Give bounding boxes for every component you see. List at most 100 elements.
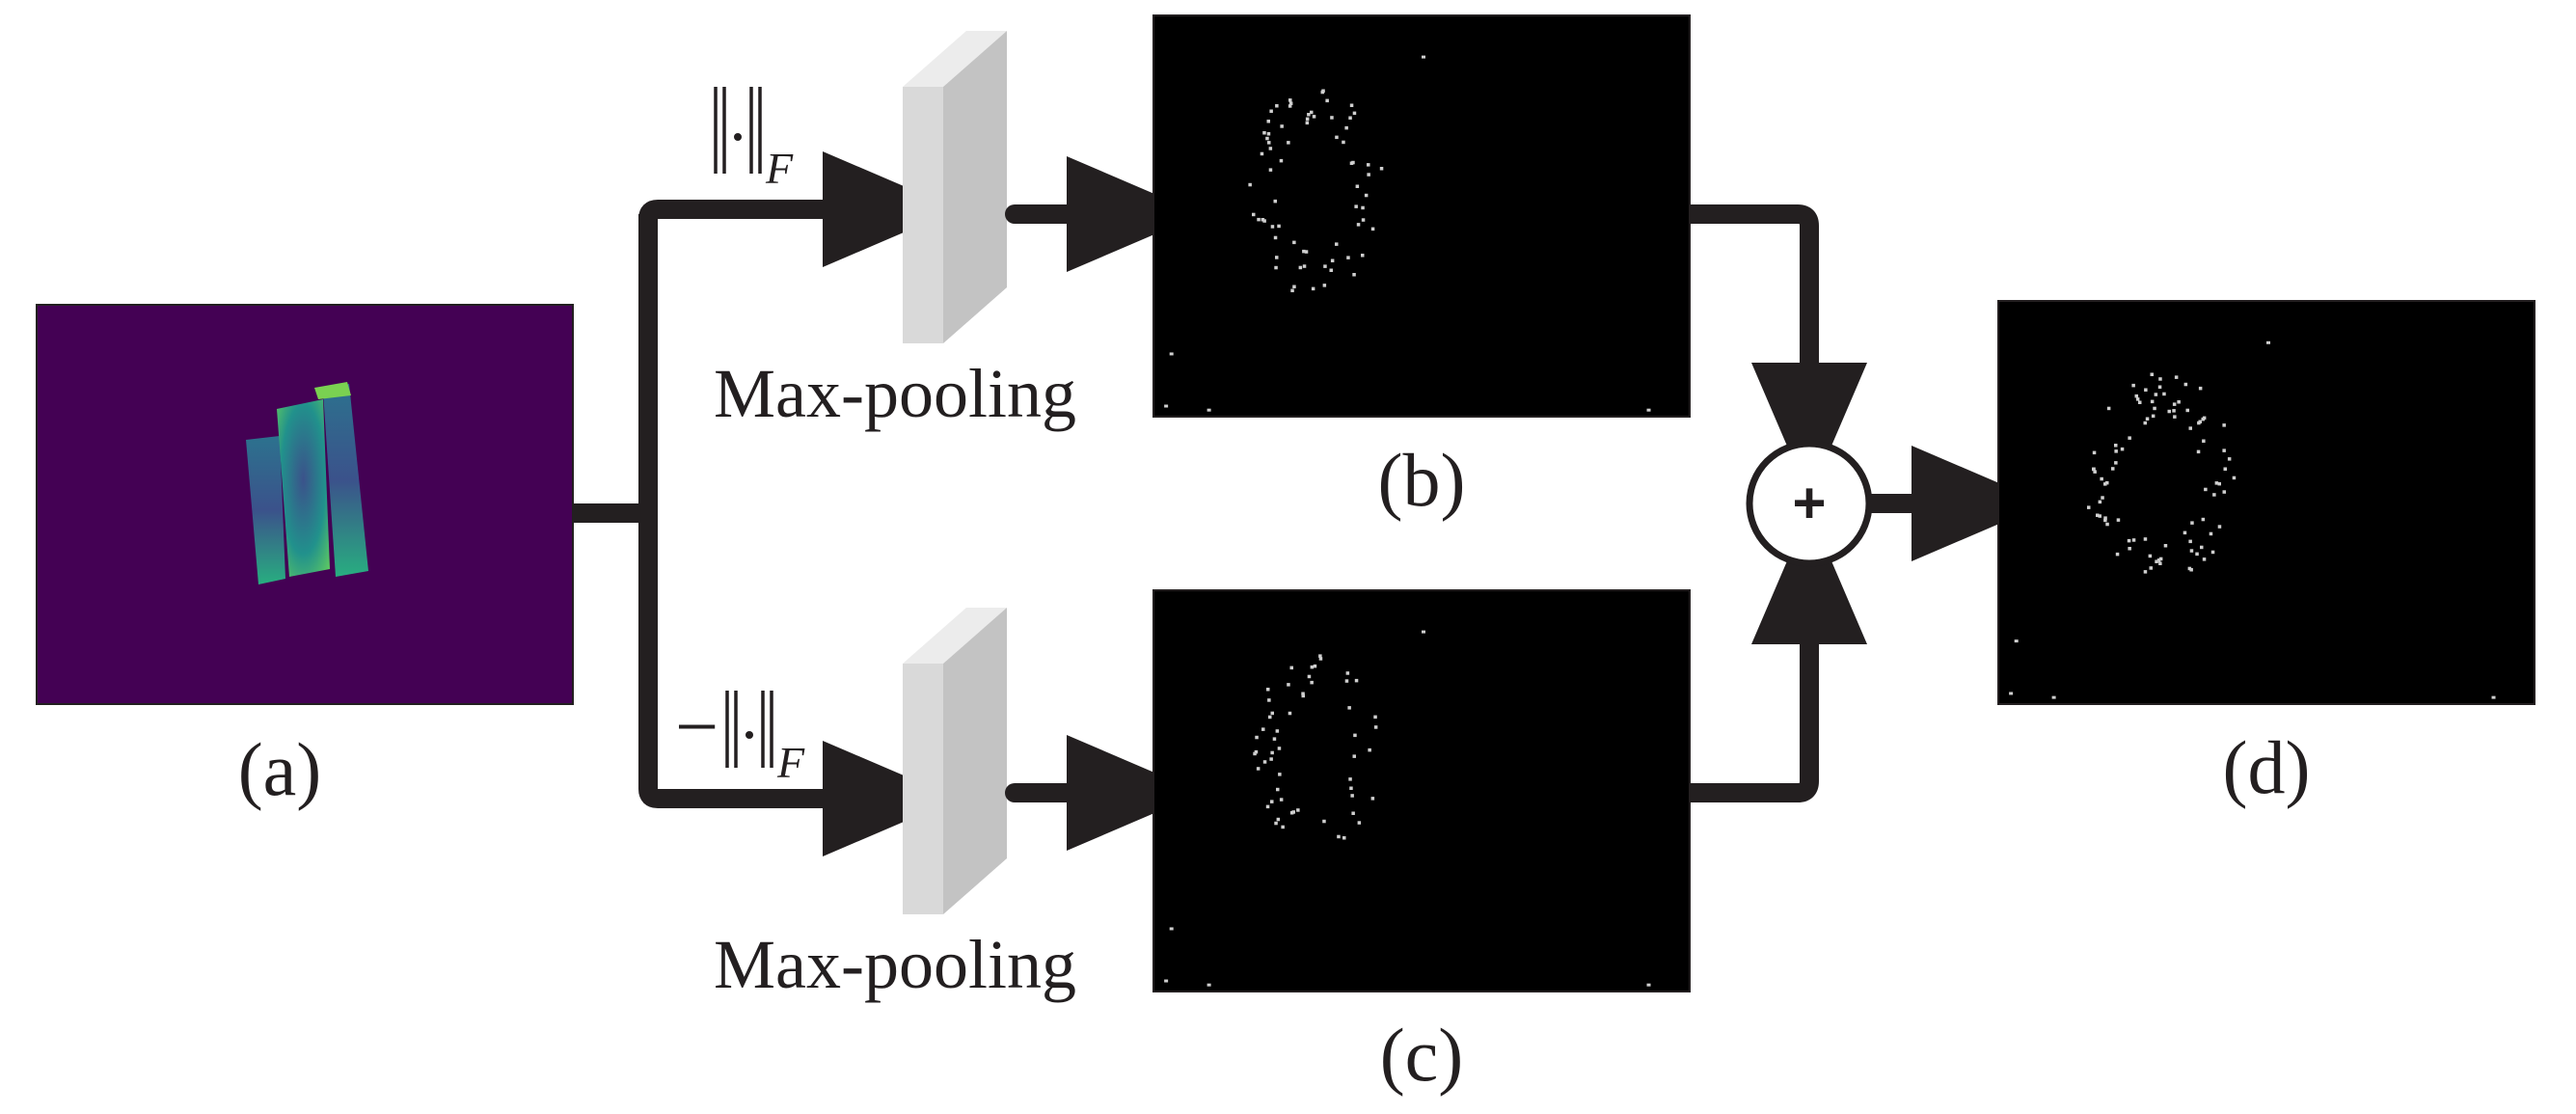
keypoints-b — [1164, 55, 1651, 412]
norm-subscript-bottom: F — [776, 738, 805, 787]
noise-dot — [1164, 404, 1169, 408]
b-to-sum-arrow — [1690, 204, 1867, 498]
keypoint-dot — [1352, 273, 1356, 277]
keypoint-dot — [1262, 760, 1267, 764]
noise-dot — [1646, 408, 1651, 412]
keypoint-dot — [2128, 436, 2131, 440]
keypoint-dot — [2198, 386, 2203, 391]
keypoint-dot — [1349, 103, 1354, 107]
keypoint-dot — [2149, 566, 2153, 570]
keypoint-dot — [1275, 104, 1279, 108]
max-pooling-block-bottom — [903, 608, 1007, 914]
keypoint-dot — [2162, 392, 2166, 396]
keypoint-dot — [1248, 182, 1252, 187]
keypoint-dot — [2105, 480, 2109, 485]
keypoint-dot — [1287, 141, 1290, 145]
keypoint-dot — [1318, 657, 1323, 661]
keypoint-dot — [1354, 678, 1359, 683]
noise-dot — [1422, 55, 1425, 59]
keypoint-dot — [1269, 109, 1273, 113]
keypoint-dot — [1266, 132, 1271, 136]
keypoint-dot — [2114, 449, 2118, 453]
keypoint-dot — [2202, 557, 2207, 561]
keypoint-dot — [1349, 786, 1353, 790]
keypoint-dot — [1351, 160, 1355, 165]
keypoints-c — [1164, 630, 1651, 987]
noise-dot — [1207, 408, 1211, 412]
keypoint-dot — [1270, 711, 1274, 716]
keypoint-dot — [1289, 666, 1293, 670]
keypoint-dot — [2209, 531, 2213, 536]
keypoint-dot — [2156, 558, 2161, 562]
keypoint-dot — [2198, 420, 2202, 423]
keypoint-dot — [1357, 821, 1362, 825]
keypoint-dot — [2148, 554, 2153, 558]
norm-subscript-top: F — [765, 144, 794, 193]
keypoint-dot — [1302, 264, 1307, 268]
keypoint-dot — [1350, 794, 1354, 798]
keypoint-dot — [2098, 500, 2102, 504]
keypoint-dot — [2217, 481, 2221, 486]
keypoint-dot — [2214, 481, 2219, 485]
keypoint-dot — [2173, 415, 2177, 419]
keypoint-dot — [1329, 268, 1333, 272]
keypoint-dot — [2103, 518, 2107, 523]
bottom-branch-arrow — [638, 741, 958, 856]
keypoint-dot — [1361, 254, 1365, 258]
keypoint-dot — [1290, 288, 1294, 292]
keypoint-dot — [2087, 505, 2091, 509]
keypoint-dot — [2195, 552, 2199, 557]
keypoint-dot — [1253, 751, 1257, 756]
keypoint-dot — [1311, 286, 1315, 291]
keypoint-dot — [1276, 787, 1280, 792]
keypoint-dot — [1310, 665, 1315, 669]
keypoint-dot — [2190, 521, 2194, 525]
keypoint-dot — [1337, 834, 1341, 839]
keypoint-dot — [1265, 136, 1269, 141]
keypoint-dot — [2100, 476, 2103, 481]
keypoint-dot — [2143, 421, 2147, 425]
keypoint-dot — [1347, 706, 1351, 710]
keypoint-dot — [1281, 825, 1285, 829]
keypoint-dot — [2138, 400, 2142, 404]
keypoint-dot — [1304, 250, 1309, 254]
keypoint-dot — [1266, 120, 1270, 123]
keypoint-dot — [1330, 258, 1335, 262]
keypoint-dot — [1330, 116, 1334, 120]
noise-dot — [2051, 695, 2056, 699]
keypoint-dot — [2127, 538, 2131, 543]
keypoint-dot — [2189, 568, 2193, 572]
keypoint-dot — [2196, 449, 2201, 454]
keypoint-dot — [1310, 680, 1314, 685]
keypoint-dot — [1262, 219, 1266, 223]
keypoint-dot — [2098, 514, 2101, 518]
keypoint-dot — [1335, 242, 1339, 246]
feature-map-c — [1152, 589, 1691, 992]
keypoint-dot — [2163, 544, 2168, 548]
keypoint-dot — [1318, 654, 1322, 658]
keypoint-dot — [1267, 698, 1271, 702]
keypoint-dot — [1287, 683, 1290, 687]
keypoint-dot — [1288, 104, 1292, 108]
keypoint-dot — [2188, 539, 2192, 544]
branch-connector — [573, 214, 658, 789]
keypoint-dot — [1352, 754, 1356, 758]
keypoint-dot — [1351, 811, 1355, 815]
keypoint-dot — [1274, 265, 1278, 270]
keypoint-dot — [2201, 517, 2206, 522]
keypoint-dot — [1257, 217, 1261, 222]
top-branch-arrow — [638, 151, 958, 267]
keypoint-dot — [1265, 804, 1270, 809]
keypoint-dot — [2189, 549, 2194, 553]
keypoint-dot — [1273, 199, 1277, 204]
keypoint-dot — [2153, 406, 2156, 411]
keypoint-dot — [1373, 715, 1377, 720]
keypoint-dot — [1275, 256, 1279, 259]
keypoint-dot — [2174, 375, 2179, 379]
keypoint-dot — [2187, 566, 2192, 571]
keypoint-dot — [1252, 212, 1256, 217]
keypoint-dot — [2185, 408, 2189, 413]
keypoint-dot — [1268, 715, 1272, 720]
frobenius-norm-bottom — [725, 691, 773, 768]
keypoint-dot — [2120, 447, 2125, 451]
